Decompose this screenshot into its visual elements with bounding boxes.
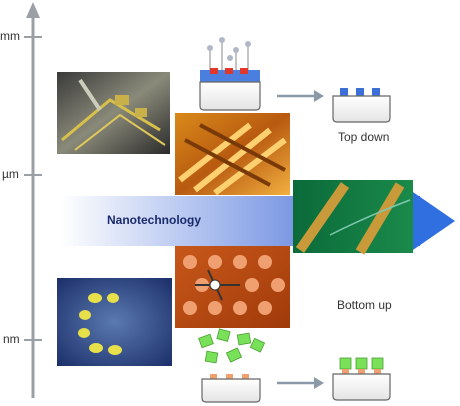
pattern-block-icon [340,88,348,96]
microchip-photo-frame [57,72,170,154]
grid-gaps-icon [184,123,286,187]
assembled-substrate-icon [332,373,391,401]
substrate-block-icon [199,81,261,111]
assembled-molecule-icons [339,357,384,370]
nanotechnology-label: Nanotechnology [107,213,202,227]
bottom-up-arrow [277,377,324,389]
nanostructure-grid-photo [175,113,290,196]
mask-block-icon [225,68,233,74]
molecular-lattice-photo [175,246,290,328]
anchor-site-icon [358,369,365,374]
nanowire-strand-icon [329,199,411,236]
anchor-site-icon [342,369,349,374]
microchip-probe-icon [78,78,102,112]
anchor-site-icon [226,374,233,379]
lattice-molecule-icon [209,279,221,291]
top-down-stage2 [332,88,391,123]
nanowire-photo [293,180,413,255]
patterned-substrate-icon [332,95,391,123]
anchor-site-icon [242,374,249,379]
scale-axis-arrowhead [26,2,40,18]
scale-label-um: µm [2,167,19,181]
bottom-up-stage2 [332,357,391,401]
mask-block-icon [210,68,218,74]
top-down-arrow [277,90,324,102]
bottom-up-label: Bottom up [337,298,392,312]
microchip-photo [57,72,170,154]
pattern-block-icon [372,88,380,96]
microchip-trace-icon [74,113,166,151]
scale-label-mm: mm [0,29,20,43]
microchip-pad-icon [135,108,147,117]
top-down-label: Top down [338,130,390,144]
microchip-trace-icon [61,98,161,142]
band-arrowhead [410,190,455,252]
scale-axis [24,2,42,398]
ion-beam-icons [209,40,249,70]
lattice-nodes-icon [183,255,285,315]
molecule-icons [198,328,266,364]
nanowire-rod-icon [295,182,350,253]
top-down-stage1 [199,37,261,111]
atom-arrangement-photo [57,278,172,366]
microchip-pad-icon [115,95,129,105]
pattern-block-icon [356,88,364,96]
atoms-cluster-icon [78,293,122,355]
nanowire-rod-icon [355,182,405,255]
ion-particle-icons [207,37,251,61]
anchor-site-icon [374,369,381,374]
bottom-up-stage1 [198,328,266,403]
anchor-site-icon [210,374,217,379]
grid-bars-icon [178,122,287,196]
scale-label-nm: nm [3,332,20,346]
bottom-up-substrate-icon [201,378,261,403]
mask-block-icon [240,68,248,74]
